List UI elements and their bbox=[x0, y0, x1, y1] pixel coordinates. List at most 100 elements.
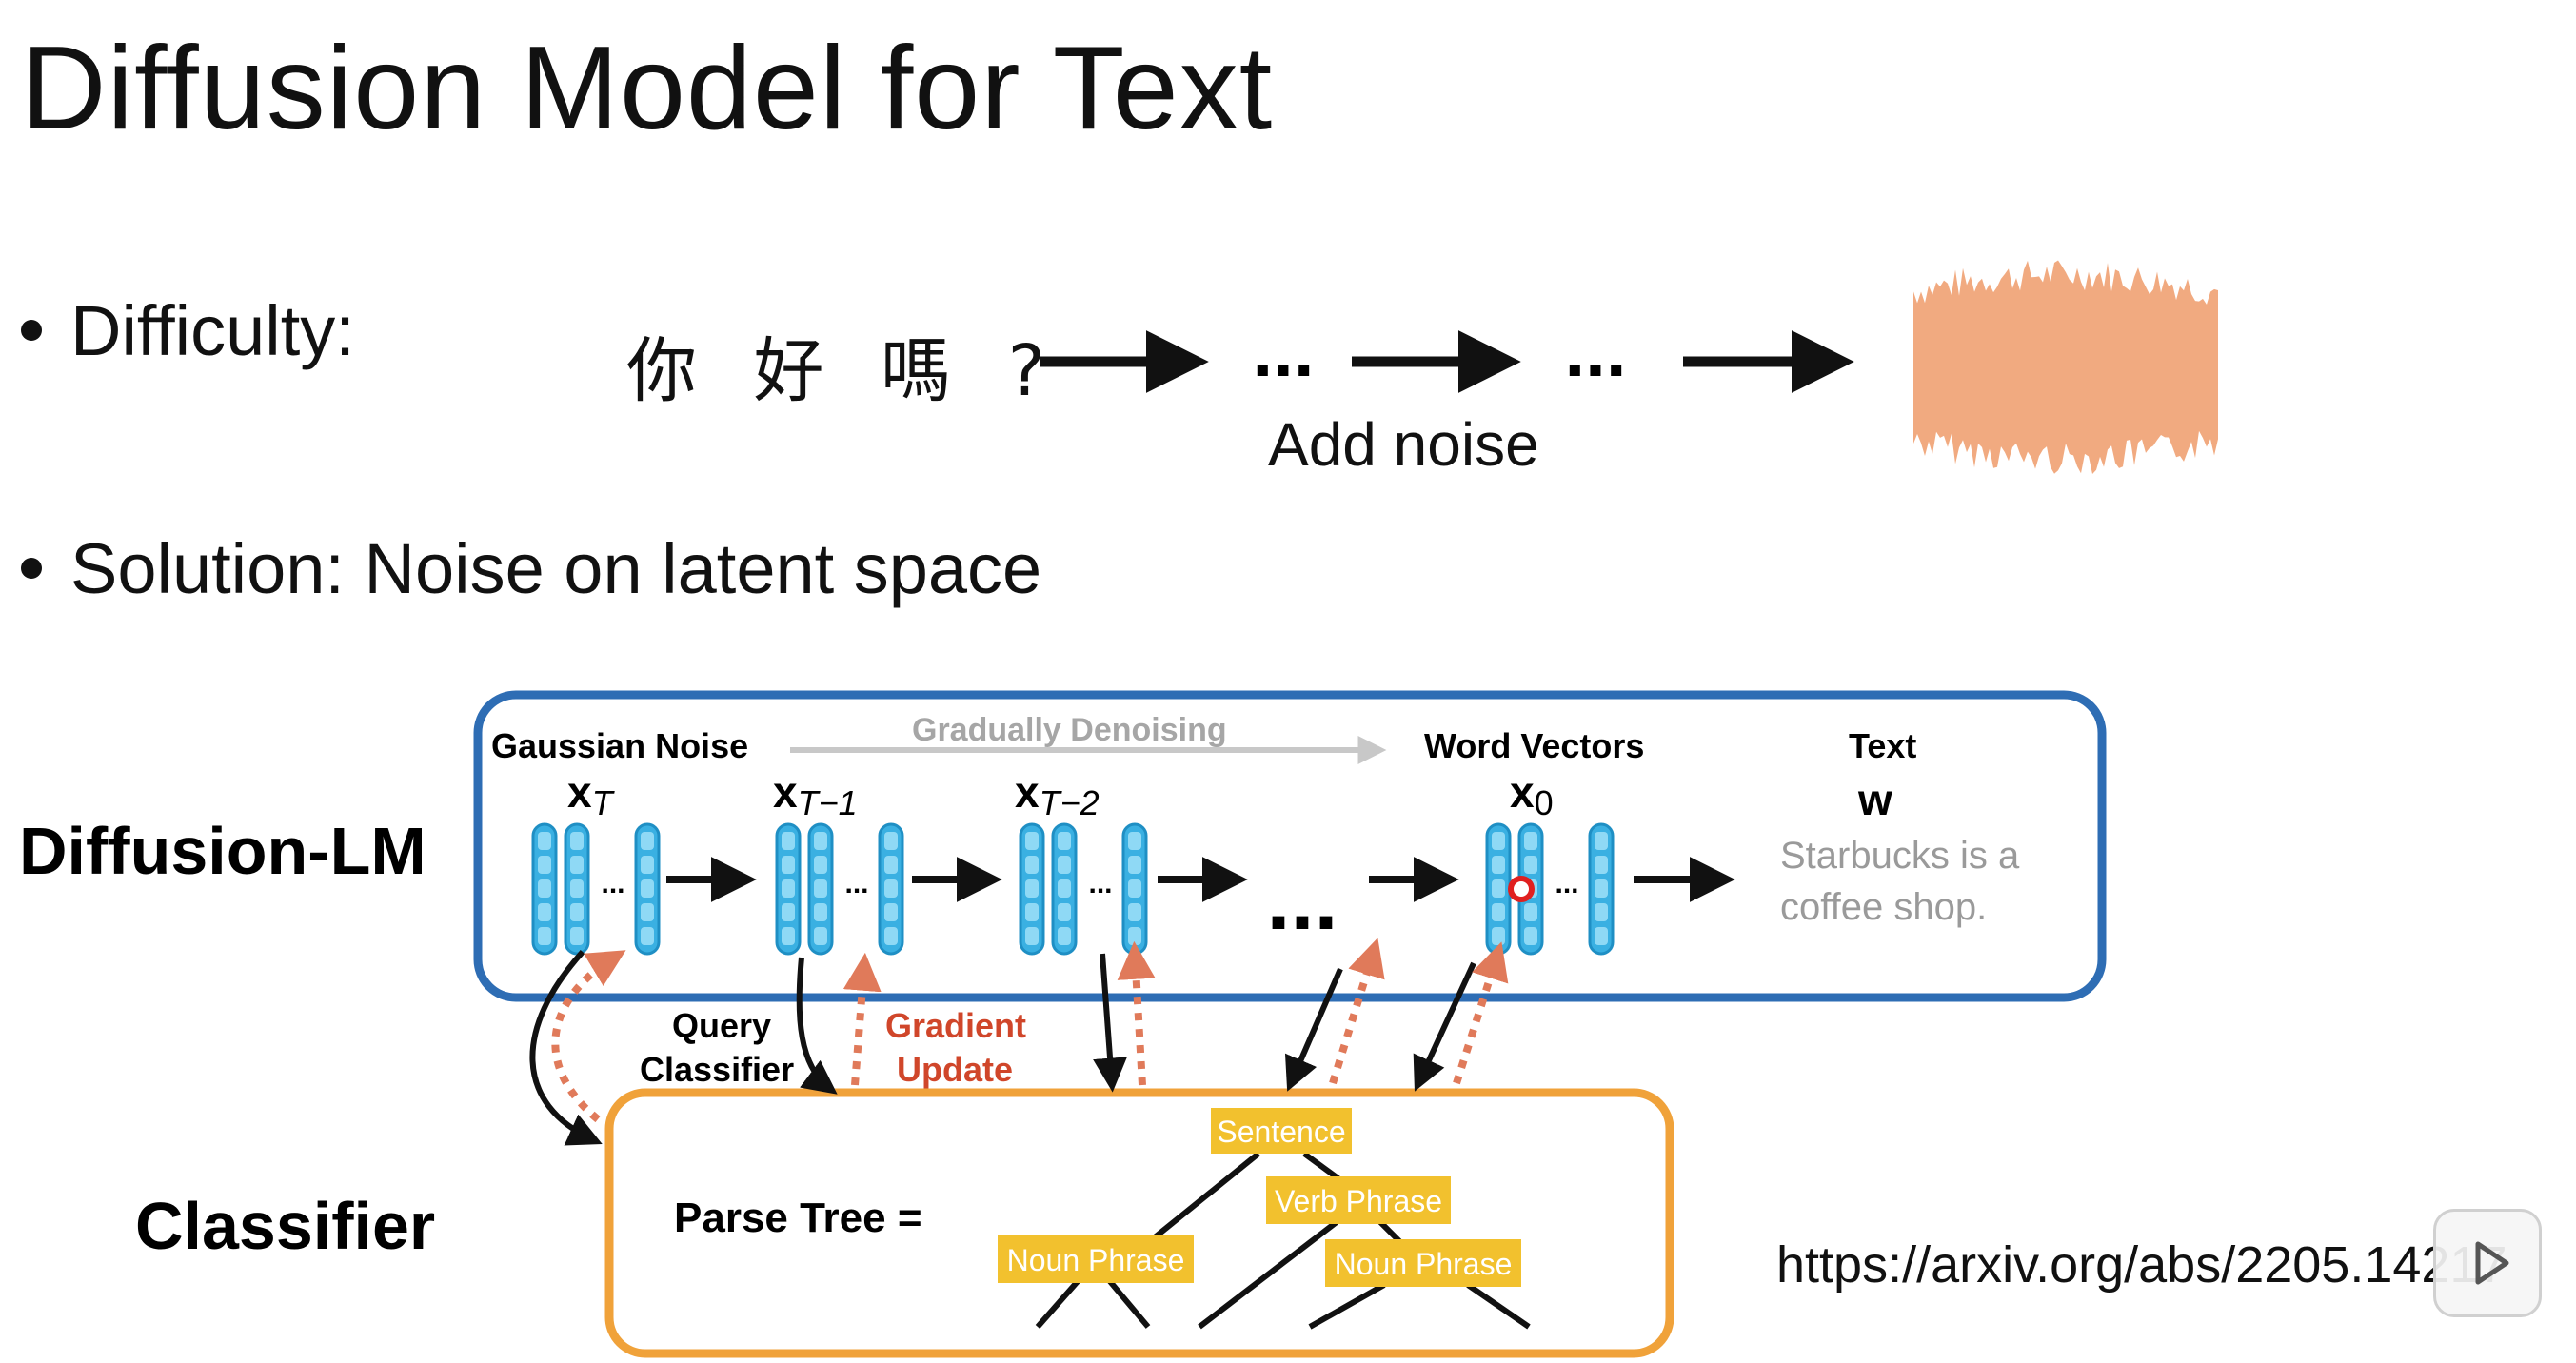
diffusion-lm-box bbox=[473, 690, 2107, 1002]
vector-cell bbox=[814, 832, 827, 850]
node-noun-phrase-right-text: Noun Phrase bbox=[1335, 1247, 1513, 1281]
vector-ellipsis: ... bbox=[601, 868, 624, 899]
perturbation-marker-icon bbox=[1508, 876, 1535, 902]
vector-cell bbox=[570, 832, 584, 850]
vector-cell bbox=[641, 832, 654, 850]
vector-cell bbox=[1524, 832, 1537, 850]
w-label: w bbox=[1857, 775, 1892, 824]
x-t-minus-2-label: xT−2 bbox=[1015, 767, 1100, 822]
vector-cell bbox=[1492, 856, 1505, 874]
query-arrow-1 bbox=[529, 949, 603, 1146]
vector-cell bbox=[1025, 927, 1039, 945]
vector-cell bbox=[1025, 903, 1039, 921]
vector-cell bbox=[1595, 856, 1608, 874]
bullet-dot bbox=[21, 320, 42, 342]
x-0-label: x0 bbox=[1510, 767, 1554, 822]
classifier-box bbox=[604, 1088, 1674, 1358]
noise-waveform-icon bbox=[1913, 260, 2218, 475]
vector-cell bbox=[641, 903, 654, 921]
vector-cell bbox=[782, 927, 795, 945]
bullet-solution: Solution: Noise on latent space bbox=[21, 528, 1041, 609]
vector-cell bbox=[538, 832, 551, 850]
x-t-label: xT bbox=[567, 767, 616, 822]
vector-ellipsis: ... bbox=[1555, 868, 1578, 899]
node-noun-phrase-left bbox=[998, 1235, 1194, 1283]
vector-cell bbox=[1492, 832, 1505, 850]
vector-cell bbox=[1524, 927, 1537, 945]
query-arrow-5 bbox=[1413, 961, 1476, 1092]
text-header-label: Text bbox=[1849, 726, 1916, 765]
vector-cell bbox=[884, 879, 898, 898]
vector-cell bbox=[1492, 903, 1505, 921]
query-arrow-2 bbox=[796, 957, 838, 1095]
vector-cell bbox=[884, 927, 898, 945]
add-noise-label: Add noise bbox=[1268, 410, 1539, 479]
vector-cell bbox=[641, 927, 654, 945]
output-text-line2: coffee shop. bbox=[1780, 886, 1987, 928]
vector-cell bbox=[1595, 903, 1608, 921]
vector-cell bbox=[1595, 832, 1608, 850]
vector-cell bbox=[1058, 879, 1071, 898]
vector-cell bbox=[538, 927, 551, 945]
gradually-denoising-label: Gradually Denoising bbox=[912, 712, 1227, 748]
node-sentence-text: Sentence bbox=[1217, 1115, 1345, 1149]
gradient-label-line2: Update bbox=[897, 1050, 1013, 1089]
vector-cell bbox=[570, 927, 584, 945]
parse-tree-edges bbox=[1035, 1151, 1531, 1330]
vector-cell bbox=[1025, 856, 1039, 874]
reference-url[interactable]: https://arxiv.org/abs/2205.14217 bbox=[1776, 1236, 2507, 1294]
vector-cell bbox=[538, 856, 551, 874]
vector-cell bbox=[782, 856, 795, 874]
gradient-label-line1: Gradient bbox=[885, 1006, 1026, 1045]
vector-cell bbox=[1595, 879, 1608, 898]
vector-cell bbox=[1058, 856, 1071, 874]
vector-cell bbox=[641, 879, 654, 898]
play-button[interactable] bbox=[2433, 1209, 2542, 1317]
classifier-label: Classifier bbox=[135, 1189, 435, 1263]
parse-tree-label: Parse Tree = bbox=[674, 1195, 922, 1241]
vector-cell bbox=[570, 856, 584, 874]
vector-cell bbox=[1025, 832, 1039, 850]
vector-cell bbox=[884, 856, 898, 874]
gradient-arrow-1 bbox=[551, 950, 626, 1123]
vector-cell bbox=[1128, 903, 1141, 921]
noise-ellipsis-1: ... bbox=[1252, 308, 1314, 392]
chinese-example-text: 你 好 嗎 ? bbox=[626, 330, 1062, 412]
vector-cell bbox=[538, 903, 551, 921]
vector-ellipsis: ... bbox=[844, 868, 868, 899]
vector-ellipsis: ... bbox=[1088, 868, 1112, 899]
vector-cell bbox=[782, 832, 795, 850]
vector-cell bbox=[814, 927, 827, 945]
vector-groups: ............ bbox=[531, 822, 1615, 956]
vector-cell bbox=[570, 903, 584, 921]
vector-cell bbox=[641, 856, 654, 874]
node-noun-phrase-left-text: Noun Phrase bbox=[1007, 1243, 1185, 1277]
bullet-difficulty: Difficulty: bbox=[21, 290, 355, 371]
query-arrow-3 bbox=[1093, 953, 1128, 1093]
vector-cell bbox=[538, 879, 551, 898]
vector-cell bbox=[782, 879, 795, 898]
query-label-line2: Classifier bbox=[640, 1050, 794, 1089]
vector-cell bbox=[1058, 903, 1071, 921]
noise-ellipsis-2: ... bbox=[1564, 308, 1626, 392]
node-noun-phrase-right bbox=[1325, 1239, 1521, 1287]
vector-cell bbox=[1025, 879, 1039, 898]
vector-cell bbox=[1128, 927, 1141, 945]
query-arrow-4 bbox=[1284, 967, 1343, 1092]
gaussian-noise-label: Gaussian Noise bbox=[491, 726, 748, 765]
vector-cell bbox=[1058, 927, 1071, 945]
gradient-arrow-2 bbox=[842, 952, 882, 1086]
vector-cell bbox=[1492, 879, 1505, 898]
gradient-arrow-4 bbox=[1329, 938, 1385, 1085]
vector-cell bbox=[814, 903, 827, 921]
slide-title: Diffusion Model for Text bbox=[21, 23, 1274, 154]
x-t-minus-1-label: xT−1 bbox=[773, 767, 858, 822]
vector-cell bbox=[782, 903, 795, 921]
vector-cell bbox=[1128, 879, 1141, 898]
vector-cell bbox=[814, 879, 827, 898]
gradient-arrow-5 bbox=[1453, 941, 1509, 1085]
diffusion-lm-label: Diffusion-LM bbox=[19, 814, 426, 888]
play-icon bbox=[2475, 1241, 2509, 1285]
vector-cell bbox=[1128, 832, 1141, 850]
